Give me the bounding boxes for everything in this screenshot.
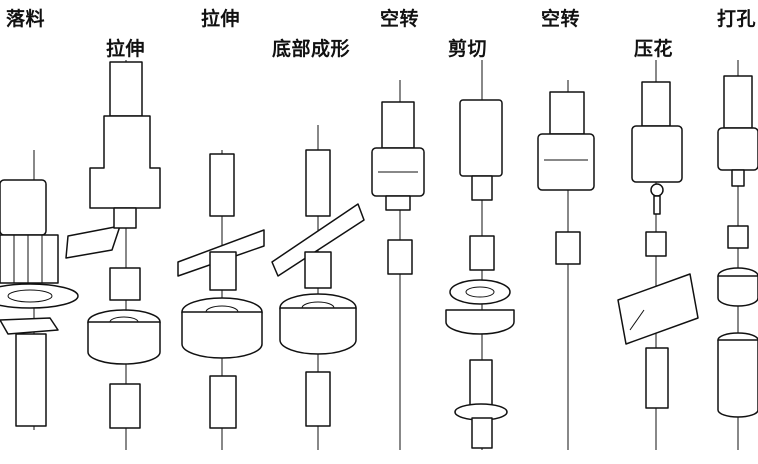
emboss-holder [631, 125, 683, 183]
station-idle-2 [537, 80, 595, 450]
trim-lower-post [471, 417, 493, 449]
label-draw-2: 拉伸 [201, 8, 241, 30]
trim-ring [449, 279, 511, 305]
station-draw-2 [177, 150, 265, 450]
forming-strip [271, 203, 365, 277]
draw-2-die-body [181, 311, 263, 359]
ejector-pin [109, 383, 141, 429]
forming-ejector [305, 371, 331, 427]
idle-1-cup [387, 239, 413, 275]
emboss-shank [641, 81, 671, 127]
strip-material [65, 225, 121, 259]
label-bottom-forming: 底部成形 [272, 38, 351, 60]
draw-die-body [87, 321, 161, 365]
upper-shank [109, 61, 143, 117]
emboss-pin-head [650, 183, 664, 197]
trim-cup [469, 235, 495, 271]
label-blanking: 落料 [6, 8, 46, 30]
pierce-die-body [717, 275, 758, 307]
idle-1-nose [385, 195, 411, 211]
idle-1-shank [381, 101, 415, 149]
station-idle-1 [371, 80, 425, 450]
station-blanking [0, 150, 121, 430]
emboss-pin [653, 195, 661, 215]
emboss-ejector [645, 347, 669, 409]
trim-punch-holder [459, 99, 503, 177]
draw-2-ejector [209, 375, 237, 429]
pierce-holder [717, 127, 758, 171]
label-idle-2: 空转 [541, 8, 581, 30]
idle-2-shank [549, 91, 585, 135]
drawn-cup [109, 267, 141, 301]
stripper-ring [0, 283, 79, 309]
blanking-die-post [15, 333, 47, 427]
emboss-die-block [617, 273, 699, 345]
draw-2-punch [209, 153, 235, 217]
idle-2-holder [537, 133, 595, 191]
idle-2-cup [555, 231, 581, 265]
draw-punch-tip [113, 207, 137, 229]
draw-punch-holder [89, 115, 161, 209]
emboss-arrow-icon [629, 309, 645, 331]
station-embossing [617, 60, 699, 450]
pierce-cup [727, 225, 749, 249]
station-piercing [717, 60, 758, 450]
blanking-punch [0, 179, 47, 236]
pierce-shank [723, 75, 753, 129]
label-idle-1: 空转 [380, 8, 420, 30]
station-bottom-forming [271, 125, 365, 450]
pierce-punch [731, 169, 745, 187]
draw-2-cup [209, 251, 237, 291]
label-draw-1: 拉伸 [106, 38, 146, 60]
label-trimming: 剪切 [448, 38, 488, 60]
forming-punch [305, 149, 331, 217]
trim-die-body [445, 309, 515, 335]
label-piercing: 打孔 [717, 8, 757, 30]
trim-ejector [469, 359, 493, 411]
blank-disc [0, 317, 59, 335]
pierce-ejector-body [717, 339, 758, 418]
station-trimming [445, 60, 515, 450]
forming-die-body [279, 307, 357, 355]
label-embossing: 压花 [634, 38, 674, 60]
station-draw-1 [87, 60, 161, 450]
punch-holder [0, 234, 59, 284]
emboss-cup [645, 231, 667, 257]
formed-cup [304, 251, 332, 289]
trim-punch [471, 175, 493, 201]
